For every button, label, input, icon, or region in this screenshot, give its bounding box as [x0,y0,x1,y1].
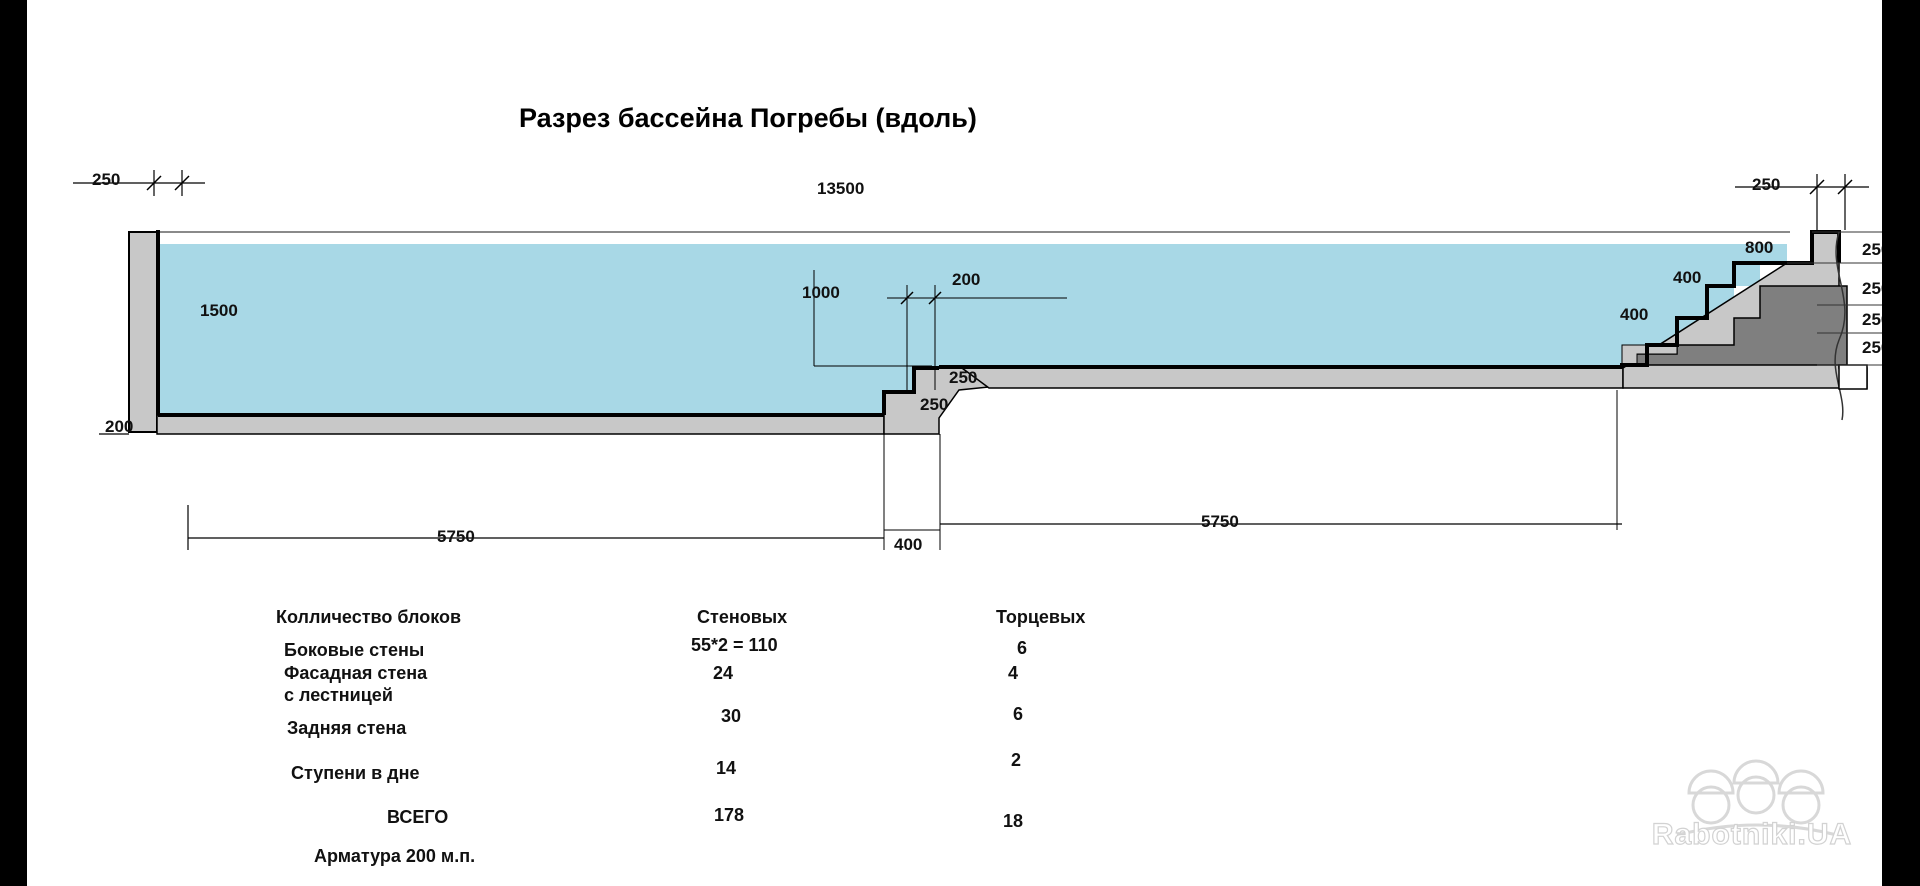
tick [174,175,190,191]
rebar-note: Арматура 200 м.п. [314,846,476,866]
table-row-wall: 55*2 = 110 [691,635,778,655]
drawing-sheet: Разрез бассейна Погребы (вдоль) [27,0,1882,886]
table-header-end: Торцевых [996,607,1086,627]
dim-right-length: 5750 [1201,512,1239,531]
dim-step-width: 800 [1745,238,1773,257]
pool-section-drawing: Разрез бассейна Погребы (вдоль) [73,103,1882,554]
tick [1837,179,1853,195]
dim-step-height: 250 [1862,279,1882,298]
dim-left-wall: 250 [92,170,120,189]
dim-middle-length: 400 [894,535,922,554]
dim-left-floor: 200 [105,417,133,436]
right-floor-slab [939,367,1624,389]
table-row-label: Боковые стены [284,640,425,660]
tick [900,291,914,305]
dim-ramp-bottom: 250 [920,395,948,414]
watermark-text: Rabotniki.UA [1651,817,1853,851]
table-row-label: Ступени в дне [291,763,420,783]
three-workers-helmet-icon [1676,759,1838,837]
table-header-wall: Стеновых [697,607,788,627]
table-row-end: 2 [1011,750,1022,770]
dim-step-width: 400 [1620,305,1648,324]
table-row-end: 4 [1008,663,1019,683]
tick [146,175,162,191]
table-row-wall: 30 [721,706,742,726]
break-line [1834,231,1846,421]
table-header-label: Колличество блоков [276,607,462,627]
left-floor-slab [156,414,885,435]
table-row-wall: 24 [713,663,734,683]
dim-step-height: 250 [1862,310,1882,329]
dim-step-width: 400 [1673,268,1701,287]
table-row-end: 6 [1013,704,1024,724]
table-row-end: 6 [1017,638,1028,658]
dim-mid-depth: 1000 [802,283,840,302]
table-total-label: ВСЕГО [387,807,449,827]
dim-right-wall: 250 [1752,175,1780,194]
table-row-label: Задняя стена [287,718,407,738]
table-total-end: 18 [1003,811,1024,831]
pool-water [159,244,1787,415]
dim-ramp-top: 250 [949,368,977,387]
dim-overall-length: 13500 [817,179,864,198]
right-end-cap [1838,364,1868,390]
tick [928,291,942,305]
dim-step-height: 250 [1862,240,1882,259]
dim-left-length: 5750 [437,527,475,546]
table-row-wall: 14 [716,758,737,778]
table-row-label: Фасадная стена [284,663,428,683]
ramp-edge [882,366,939,415]
table-row-label-2: с лестницей [284,685,393,705]
dim-step-height: 250 [1862,338,1882,357]
table-total-wall: 178 [714,805,745,825]
dim-mid-gap: 200 [952,270,980,289]
drawing-title: Разрез бассейна Погребы (вдоль) [519,103,977,133]
tick [1809,179,1825,195]
left-wall [128,231,158,433]
dim-left-depth: 1500 [200,301,238,320]
